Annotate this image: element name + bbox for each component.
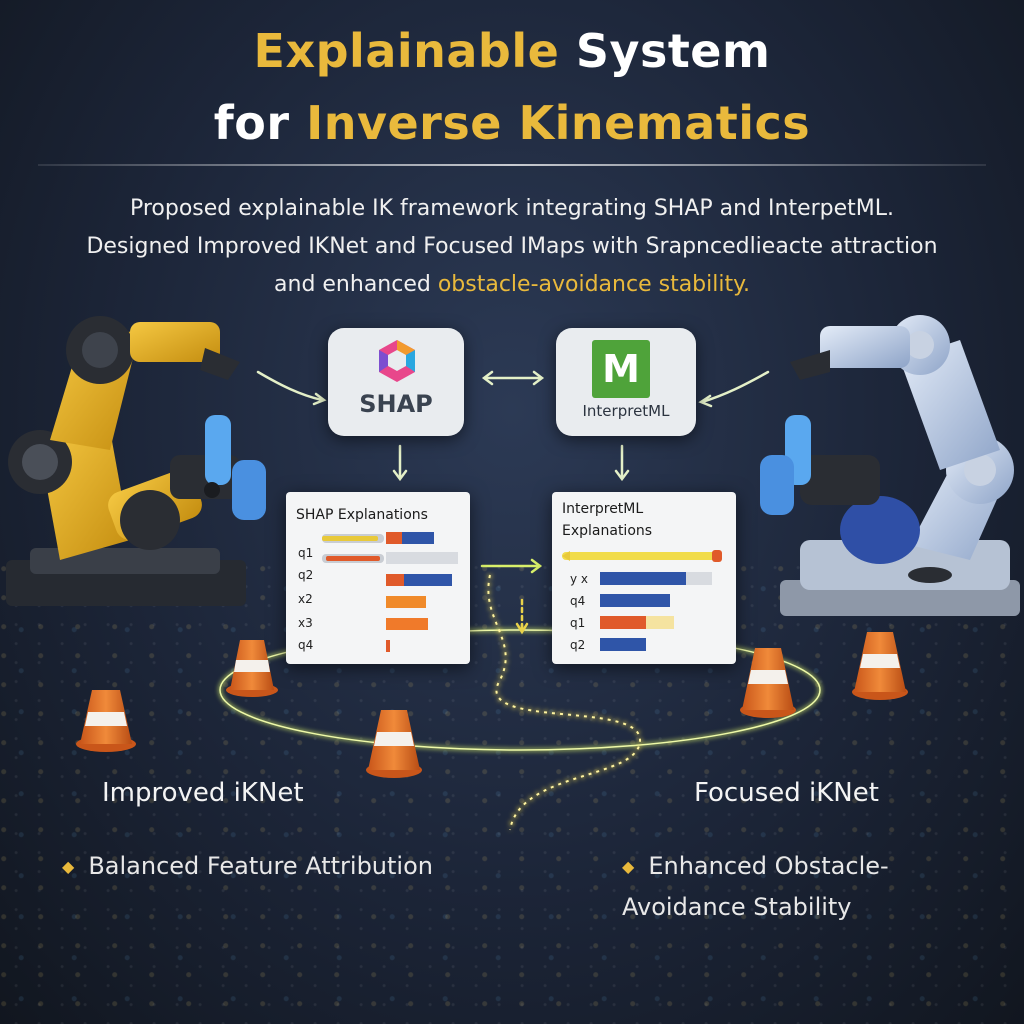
shap-bar-chart xyxy=(322,532,458,652)
arrow-icon xyxy=(700,370,770,404)
row-label: y x xyxy=(570,572,589,586)
panel-title: SHAP Explanations xyxy=(296,507,428,523)
title-text: System xyxy=(559,24,771,78)
page-title-line1: Explainable System xyxy=(0,24,1024,78)
shap-explanations-panel: SHAP Explanations q1 q2 x2 x3 q4 xyxy=(286,492,470,664)
interpretml-logo-icon: M xyxy=(592,340,650,398)
page-title-line2: for Inverse Kinematics xyxy=(0,96,1024,150)
row-label: q1 xyxy=(570,616,586,630)
arrow-head-icon xyxy=(532,370,545,386)
arrow-head-icon xyxy=(392,469,408,482)
title-divider xyxy=(38,164,986,166)
arrow-head-icon xyxy=(515,622,529,635)
subtitle-line3: and enhanced obstacle-avoidance stabilit… xyxy=(0,272,1024,297)
row-label: q2 xyxy=(570,638,586,652)
interpretml-bar-chart xyxy=(562,550,722,651)
background-speckle xyxy=(0,560,1024,1024)
arrow-head-icon xyxy=(530,558,543,574)
left-model-name: Improved iKNet xyxy=(102,778,304,808)
arrow-head-icon xyxy=(614,469,630,482)
traffic-cone-icon xyxy=(852,632,908,700)
robot-arm-left-icon xyxy=(6,316,266,606)
panel-title-line1: InterpretML xyxy=(562,501,644,517)
right-model-bullet: ◆Enhanced Obstacle-Avoidance Stability xyxy=(622,846,952,927)
arrow-head-icon xyxy=(312,392,327,406)
subtitle-line1: Proposed explainable IK framework integr… xyxy=(129,196,895,221)
arrow-icon xyxy=(256,370,324,402)
left-model-bullet: ◆ Balanced Feature Attribution xyxy=(62,846,502,887)
interpretml-logo-text: InterpretML xyxy=(582,402,670,420)
bullet-text: Balanced Feature Attribution xyxy=(88,852,433,880)
bullet-icon: ◆ xyxy=(622,857,635,876)
shap-logo-card: SHAP xyxy=(328,328,464,436)
row-label: x2 xyxy=(298,592,313,606)
row-label: q4 xyxy=(298,638,314,652)
row-label: q4 xyxy=(570,594,586,608)
subtitle-highlight: obstacle-avoidance stability. xyxy=(437,272,750,297)
traffic-cone-icon xyxy=(76,690,136,752)
robot-arm-right-icon xyxy=(760,315,1020,616)
traffic-cone-icon xyxy=(740,648,796,718)
traffic-cone-icon xyxy=(226,640,278,697)
row-label: q1 xyxy=(298,546,314,560)
subtitle-line2: Designed Improved IKNet and Focused IMap… xyxy=(86,234,938,259)
row-label: q2 xyxy=(298,568,314,582)
panel-title-line2: Explanations xyxy=(562,523,653,539)
right-model-name: Focused iKNet xyxy=(694,778,879,808)
arrow-head-icon xyxy=(481,370,494,386)
row-label: x3 xyxy=(298,616,313,630)
title-highlight: Explainable xyxy=(253,24,560,78)
subtitle-text: and enhanced xyxy=(274,272,438,297)
shap-logo-text: SHAP xyxy=(359,390,433,418)
interpretml-logo-card: M InterpretML xyxy=(556,328,696,436)
bullet-icon: ◆ xyxy=(62,857,75,876)
bullet-text: Enhanced Obstacle-Avoidance Stability xyxy=(622,852,889,921)
title-highlight: Inverse Kinematics xyxy=(306,96,811,150)
arrow-head-icon xyxy=(698,394,713,408)
traffic-cone-icon xyxy=(366,710,422,778)
shap-logo-icon xyxy=(379,340,415,382)
title-text: for xyxy=(213,96,307,150)
interpretml-explanations-panel: InterpretML Explanations y x q4 q1 q2 xyxy=(552,492,736,664)
